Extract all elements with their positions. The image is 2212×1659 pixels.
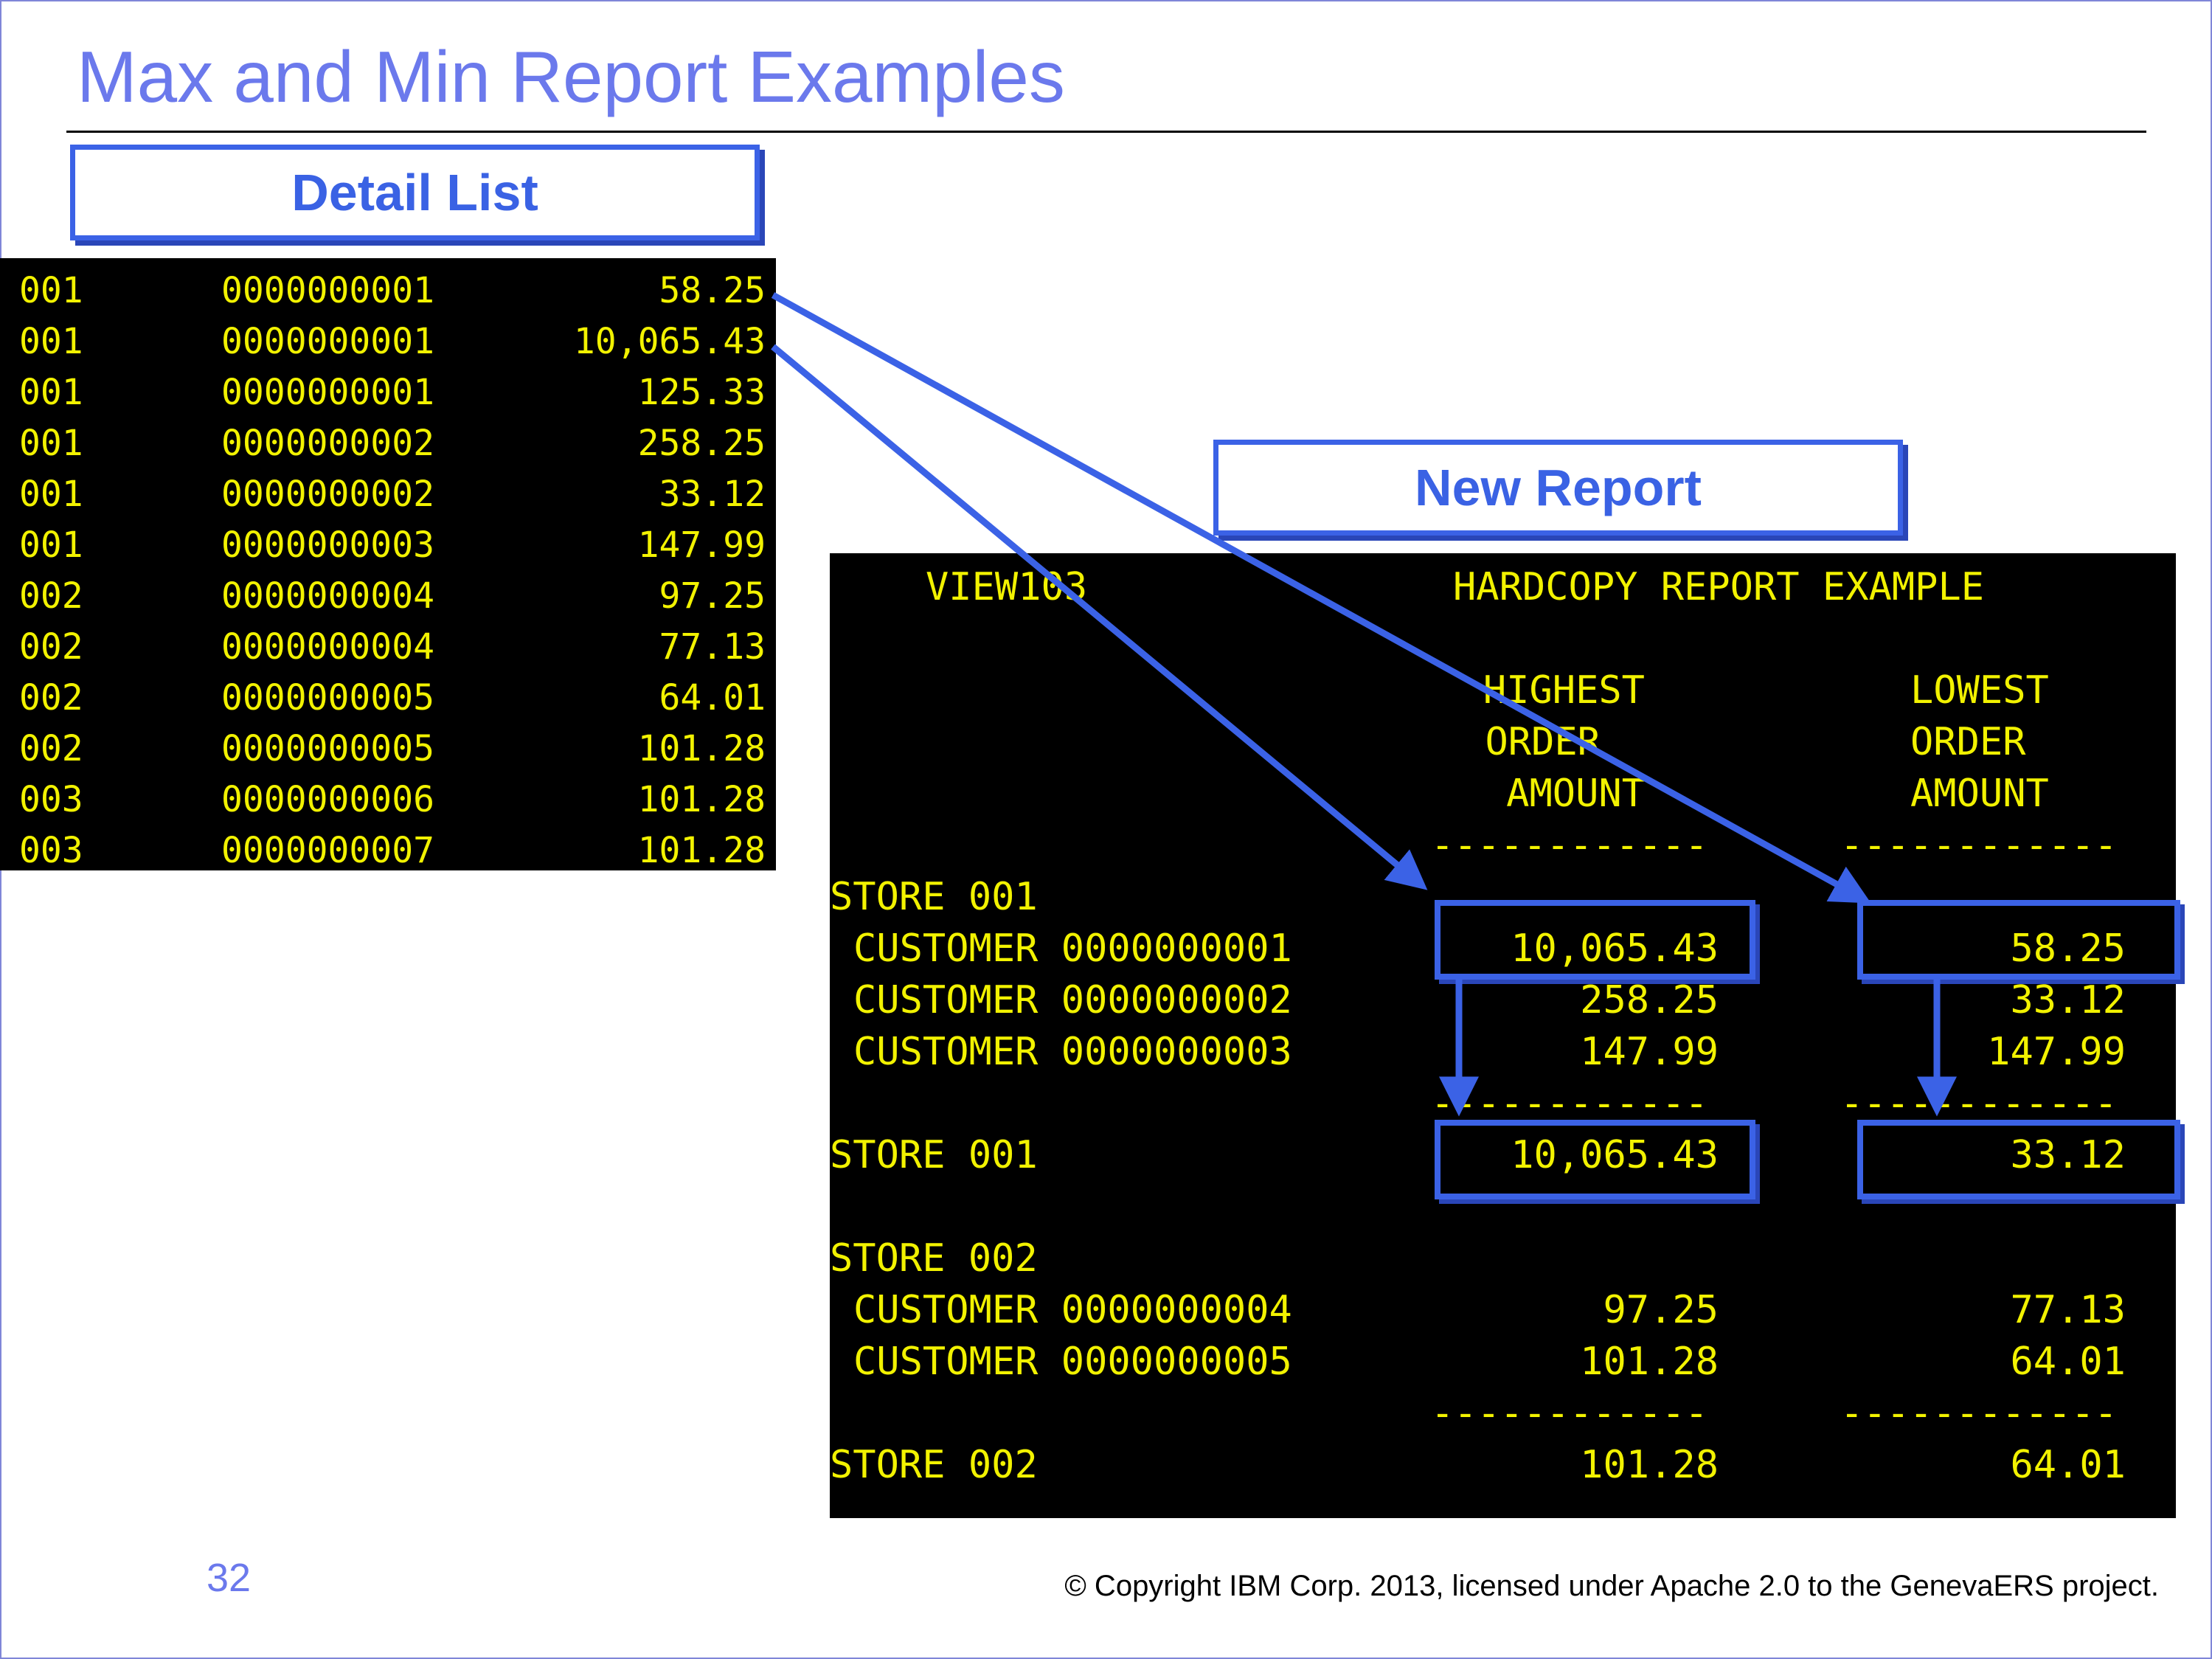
customer-high: 101.28 [1580,1340,1719,1384]
table-row: 003 [19,782,83,817]
slide-title: Max and Min Report Examples [77,36,1065,117]
customer-low: 77.13 [2010,1288,2126,1332]
detail-customer: 0000000005 [221,677,434,718]
customer-high: 258.25 [1580,978,1719,1022]
customer-label: CUSTOMER 0000000003 [853,1030,1292,1074]
col-low-header-1: LOWEST [1910,668,2049,713]
report-title: HARDCOPY REPORT EXAMPLE [1453,565,1985,609]
customer-label: CUSTOMER 0000000005 [853,1340,1292,1384]
store-total-high: 10,065.43 [1511,1133,1719,1177]
col-low-header-3: AMOUNT [1910,772,2049,816]
detail-amount: 125.33 [637,372,766,413]
detail-list-panel: 001 001 001 001 001 001 002 002 002 002 … [0,258,776,870]
separator-low: ------------ [1840,1081,2118,1126]
new-report-label-text: New Report [1415,459,1702,516]
highlight-box-min-customer [1857,900,2180,980]
customer-low: 33.12 [2010,978,2126,1022]
detail-store: 002 [19,677,83,718]
report-panel: VIEW103 HARDCOPY REPORT EXAMPLE HIGHEST … [830,553,2176,1518]
customer-high: 147.99 [1580,1030,1719,1074]
detail-store: 002 [19,575,83,617]
detail-amount: 101.28 [637,830,766,871]
detail-amount: 58.25 [659,270,766,311]
title-divider [66,131,2146,133]
store-total-low: 64.01 [2010,1443,2126,1487]
table-row: 002 [19,578,83,614]
table-row: 001 [19,477,83,512]
table-row: 002 [19,680,83,716]
copyright-notice: © Copyright IBM Corp. 2013, licensed und… [1064,1570,2159,1602]
highlight-box-min-total [1857,1120,2180,1199]
detail-customer: 0000000003 [221,524,434,566]
store-total-label: STORE 002 [830,1443,1038,1487]
detail-store: 001 [19,321,83,362]
separator-low: ------------ [1840,823,2118,867]
separator-low: ------------ [1840,1391,2118,1435]
table-row: 002 [19,731,83,766]
separator-high: ------------ [1431,823,1708,867]
detail-amount: 64.01 [659,677,766,718]
customer-low: 58.25 [2010,927,2126,971]
customer-label: CUSTOMER 0000000002 [853,978,1292,1022]
detail-amount: 101.28 [637,728,766,769]
customer-low: 64.01 [2010,1340,2126,1384]
customer-high: 10,065.43 [1511,927,1719,971]
detail-customer: 0000000002 [221,474,434,515]
table-row: 001 [19,426,83,461]
detail-amount: 147.99 [637,524,766,566]
detail-amount: 10,065.43 [573,321,766,362]
detail-customer: 0000000001 [221,372,434,413]
highlight-box-max-total [1435,1120,1755,1199]
detail-amount: 97.25 [659,575,766,617]
customer-high: 97.25 [1603,1288,1719,1332]
customer-label: CUSTOMER 0000000004 [853,1288,1292,1332]
customer-label: CUSTOMER 0000000001 [853,927,1292,971]
detail-customer: 0000000001 [221,321,434,362]
table-row: 002 [19,629,83,665]
detail-list-label-text: Detail List [291,164,538,221]
detail-customer: 0000000006 [221,779,434,820]
highlight-box-max-customer [1435,900,1755,980]
detail-amount: 258.25 [637,423,766,464]
detail-store: 003 [19,779,83,820]
detail-amount: 101.28 [637,779,766,820]
detail-amount: 33.12 [659,474,766,515]
detail-customer: 0000000007 [221,830,434,871]
store-total-low: 33.12 [2010,1133,2126,1177]
detail-store: 001 [19,423,83,464]
table-row: 001 [19,375,83,410]
detail-store: 002 [19,728,83,769]
arrow-max-to-highest [771,344,1428,890]
detail-store: 001 [19,474,83,515]
detail-customer: 0000000001 [221,270,434,311]
detail-store: 001 [19,270,83,311]
store-header: STORE 002 [830,1236,1038,1281]
detail-store: 002 [19,626,83,668]
detail-customer: 0000000005 [221,728,434,769]
detail-amount: 77.13 [659,626,766,668]
store-total-high: 101.28 [1580,1443,1719,1487]
separator-high: ------------ [1431,1391,1708,1435]
detail-store: 001 [19,372,83,413]
detail-store: 001 [19,524,83,566]
detail-list-label: Detail List [70,145,760,240]
table-row: 001 [19,324,83,359]
detail-store: 003 [19,830,83,871]
table-row: 001 [19,527,83,563]
store-total-label: STORE 001 [830,1133,1038,1177]
col-high-header-3: AMOUNT [1506,772,1645,816]
arrow-min-to-lowest [771,292,1871,904]
detail-customer: 0000000004 [221,626,434,668]
table-row: 001 [19,273,83,308]
table-row: 003 [19,833,83,868]
col-low-header-2: ORDER [1910,720,2026,764]
detail-customer: 0000000002 [221,423,434,464]
detail-customer: 0000000004 [221,575,434,617]
customer-low: 147.99 [1987,1030,2126,1074]
new-report-label: New Report [1213,440,1903,536]
page-number: 32 [207,1556,252,1600]
store-header: STORE 001 [830,875,1038,919]
